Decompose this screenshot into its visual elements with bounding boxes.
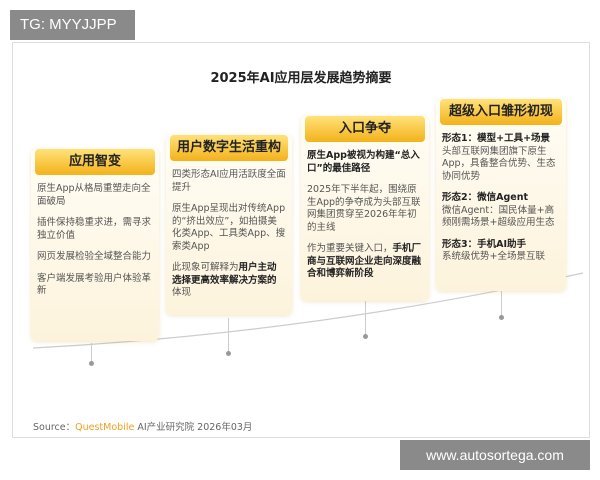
stem [365,301,366,337]
card-item: 原生App从格局重塑走向全面破局 [37,183,151,207]
card-entry-competition: 入口争夺 原生App被视为构建“总入口”的最佳路径 2025年下半年起，围绕原生… [301,116,429,301]
timeline-dot [89,361,94,366]
card-item: 作为重要关键入口，手机厂商与互联网企业走向深度融合和博弈新阶段 [307,243,422,279]
card-heading: 应用智变 [35,149,155,175]
card-heading: 入口争夺 [305,116,425,142]
card-digital-life: 用户数字生活重构 四类形态AI应用活跃度全面提升 原生App呈现出对传统App的… [166,135,292,315]
card-item: 原生App呈现出对传统App的“挤出效应”，如拍摄美化类App、工具类App、搜… [172,203,286,252]
page-title: 2025年AI应用层发展趋势摘要 [210,71,392,86]
card-heading: 超级入口雏形初现 [440,99,562,125]
timeline-dot [363,334,368,339]
card-item: 形态3：手机AI助手系统级优势+全场景互联 [442,238,545,263]
watermark: www.autosortega.com [400,440,590,470]
source-note: Source：QuestMobile AI产业研究院 2026年03月 [33,422,253,433]
card-item: 网页发展检验全域整合能力 [37,251,152,262]
card-heading: 用户数字生活重构 [170,135,288,161]
card-item: 形态1：模型+工具+场景头部互联网集团旗下原生App，具备整合优势、生态协同优势 [442,133,556,182]
card-item: 客户端发展考验用户体验革新 [37,272,152,297]
card-super-entry: 超级入口雏形初现 形态1：模型+工具+场景头部互联网集团旗下原生App，具备整合… [436,99,566,291]
channel-tag: TG: MYYJJPP [10,10,135,40]
card-item: 四类形态AI应用活跃度全面提升 [172,169,286,193]
card-item: 此现象可解释为用户主动选择更高效率解决方案的体现 [172,262,277,298]
infographic: 2025年AI应用层发展趋势摘要 应用智变 原生App从格局重塑走向全面破局 插… [12,42,590,438]
card-item: 原生App被视为构建“总入口”的最佳路径 [307,150,420,174]
stem [228,318,229,353]
card-item: 2025年下半年起，围绕原生App的争夺成为头部互联网集团贯穿至2026年年初的… [307,184,421,233]
timeline-dot [226,351,231,356]
card-item: 插件保持稳重求进，需寻求独立价值 [37,217,152,241]
stem [501,291,502,317]
stem [91,343,92,363]
timeline-dot [499,315,504,320]
card-app-change: 应用智变 原生App从格局重塑走向全面破局 插件保持稳重求进，需寻求独立价值 网… [31,149,159,341]
